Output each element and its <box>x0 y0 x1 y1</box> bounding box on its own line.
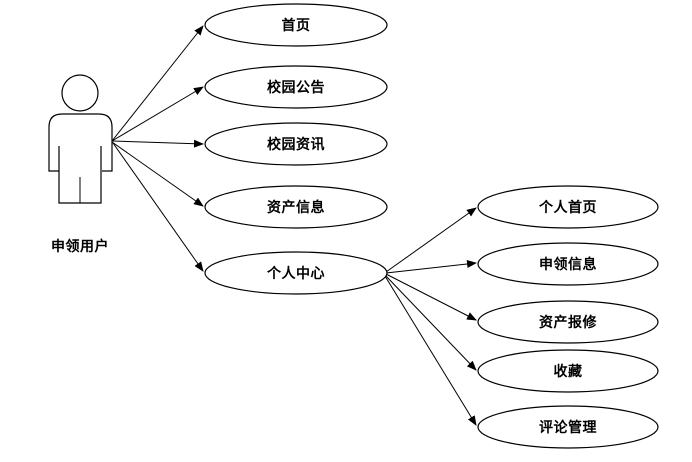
use-case-application-info-label: 申领信息 <box>539 256 597 272</box>
use-case-campus-news-ellipse <box>204 122 388 166</box>
use-case-asset-repair-ellipse <box>477 300 659 344</box>
edge-actor-to-campus-news <box>111 139 204 148</box>
use-case-comment-management-ellipse <box>477 405 659 449</box>
use-case-home: 首页 <box>204 3 388 47</box>
use-case-campus-announcement-label: 校园公告 <box>267 79 325 95</box>
use-case-campus-announcement: 校园公告 <box>204 65 388 109</box>
use-case-personal-home: 个人首页 <box>477 185 659 229</box>
use-case-personal-home-label: 个人首页 <box>538 199 597 215</box>
edge-actor-to-asset-info <box>111 141 204 207</box>
actor-head-icon <box>61 74 99 112</box>
use-case-application-info: 申领信息 <box>477 242 659 286</box>
edge-actor-to-home <box>111 25 204 142</box>
use-case-campus-news-label: 校园资讯 <box>267 136 325 152</box>
actor-edges <box>111 25 204 272</box>
edge-actor-to-campus-announcement <box>111 86 204 142</box>
personal-center-edges <box>384 207 477 426</box>
edge-actor-to-personal-center <box>112 142 204 272</box>
edge-personal-center-to-comment-management <box>384 275 477 426</box>
use-case-personal-center-ellipse <box>204 251 388 295</box>
edge-personal-center-to-personal-home <box>385 207 477 273</box>
actor: 申领用户 <box>48 74 113 254</box>
use-case-personal-center-label: 个人中心 <box>266 265 325 281</box>
use-case-favorites: 收藏 <box>477 349 659 393</box>
use-case-comment-management: 评论管理 <box>477 405 659 449</box>
use-case-asset-info-label: 资产信息 <box>267 199 325 215</box>
actor-label: 申领用户 <box>51 238 109 254</box>
use-case-home-ellipse <box>204 3 388 47</box>
use-case-asset-info-ellipse <box>204 185 388 229</box>
use-case-campus-announcement-ellipse <box>204 65 388 109</box>
use-case-favorites-ellipse <box>477 349 659 393</box>
edge-personal-center-to-asset-repair <box>385 273 477 321</box>
edge-personal-center-to-application-info <box>385 260 477 274</box>
use-case-personal-center: 个人中心 <box>204 251 388 295</box>
use-case-asset-repair: 资产报修 <box>477 300 659 344</box>
use-case-home-label: 首页 <box>282 17 311 33</box>
edge-personal-center-to-favorites <box>384 274 477 371</box>
actor-body-icon <box>48 113 113 172</box>
use-case-favorites-label: 收藏 <box>554 363 583 379</box>
use-case-asset-info: 资产信息 <box>204 185 388 229</box>
use-case-asset-repair-label: 资产报修 <box>539 314 597 330</box>
use-case-comment-management-label: 评论管理 <box>539 419 597 435</box>
use-case-personal-home-ellipse <box>477 185 659 229</box>
use-case-campus-news: 校园资讯 <box>204 122 388 166</box>
use-case-application-info-ellipse <box>477 242 659 286</box>
